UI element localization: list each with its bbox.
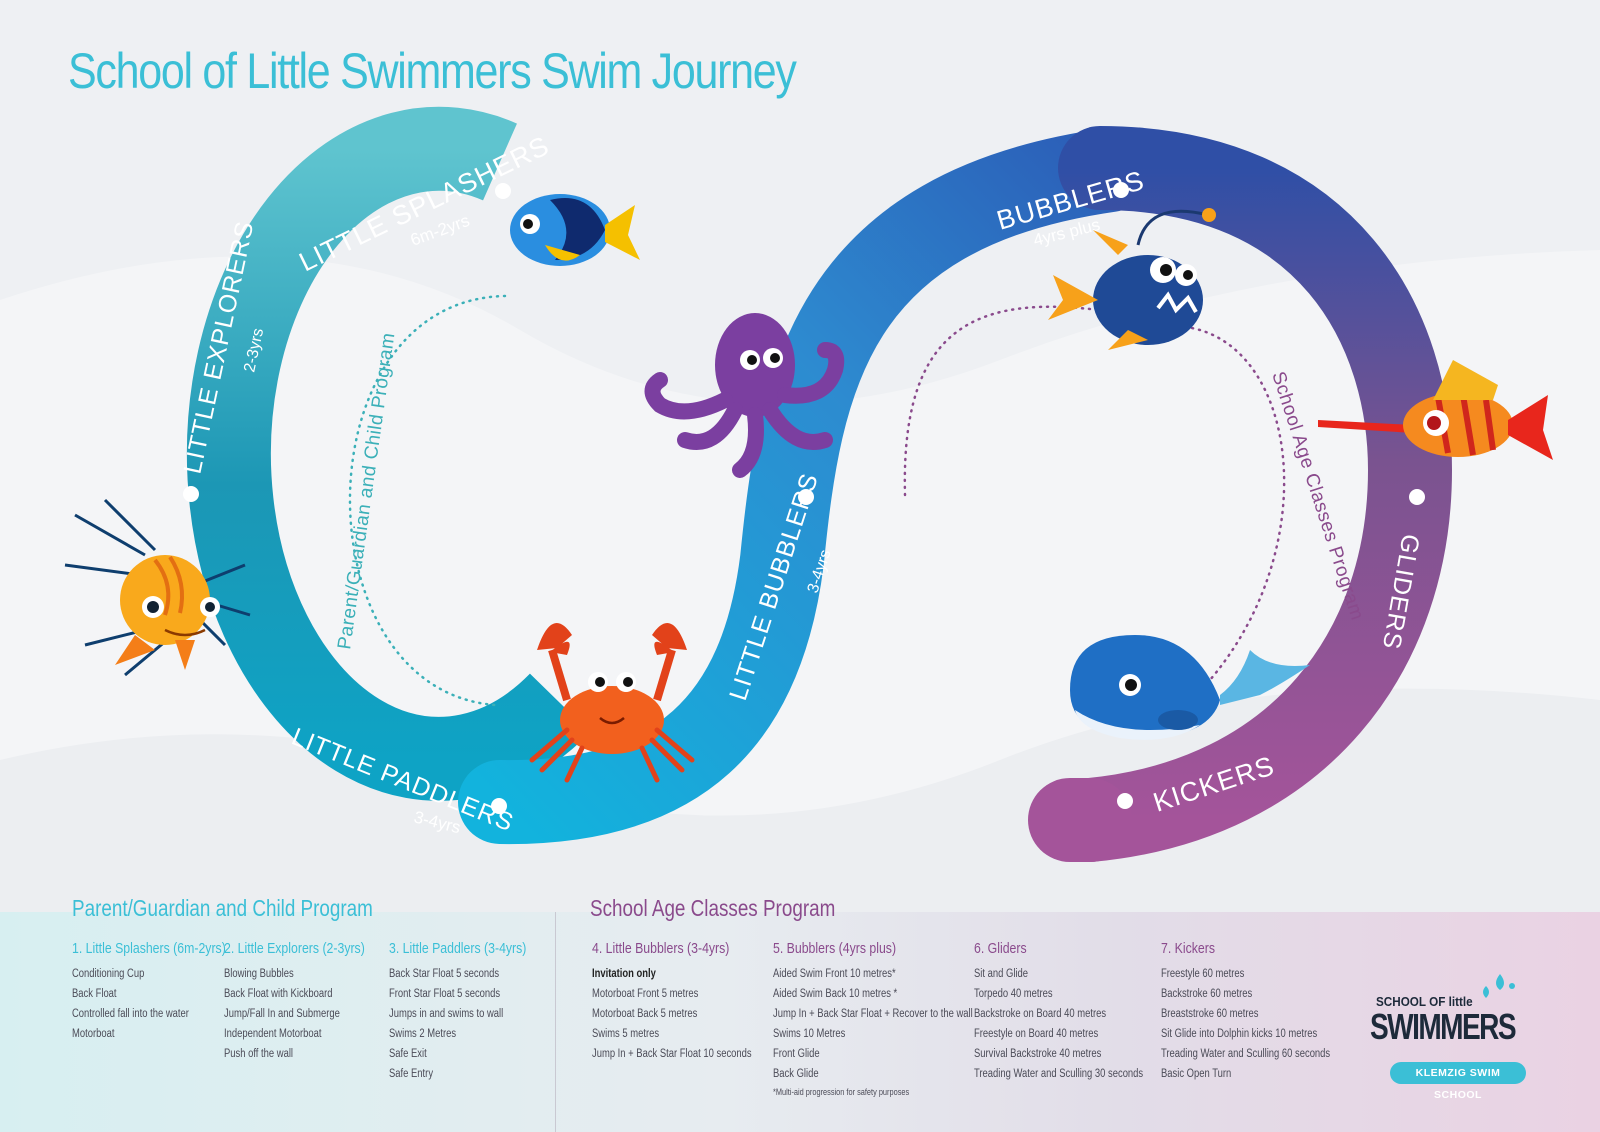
parent-path-label: Parent/Guardian and Child Program bbox=[334, 331, 399, 650]
skill-item: Back Float with Kickboard bbox=[224, 988, 333, 1000]
skill-item: Swims 2 Metres bbox=[389, 1028, 457, 1040]
skill-item: Swims 5 metres bbox=[592, 1028, 660, 1040]
skill-item: Back Glide bbox=[773, 1068, 819, 1080]
skill-item: Motorboat Front 5 metres bbox=[592, 988, 699, 1000]
skill-item: Front Glide bbox=[773, 1048, 820, 1060]
whale-icon bbox=[1070, 635, 1310, 740]
parent-program-title: Parent/Guardian and Child Program bbox=[72, 895, 373, 921]
skill-item: Motorboat Back 5 metres bbox=[592, 1008, 698, 1020]
column-heading: 5. Bubblers (4yrs plus) bbox=[773, 940, 897, 957]
skill-item: Controlled fall into the water bbox=[72, 1008, 189, 1020]
program-column: 5. Bubblers (4yrs plus) Aided Swim Front… bbox=[773, 940, 1017, 1100]
skill-item: Survival Backstroke 40 metres bbox=[974, 1048, 1102, 1060]
octopus-icon bbox=[644, 313, 845, 478]
skill-item: Back Float bbox=[72, 988, 117, 1000]
skill-item: Jumps in and swims to wall bbox=[389, 1008, 504, 1020]
program-column: 4. Little Bubblers (3-4yrs) Invitation o… bbox=[592, 940, 787, 1064]
program-column: 6. Gliders Sit and Glide Torpedo 40 metr… bbox=[974, 940, 1180, 1084]
bg-wave bbox=[0, 0, 1600, 404]
skill-item: Push off the wall bbox=[224, 1048, 294, 1060]
stage-dot bbox=[1113, 182, 1129, 198]
skill-item: Treading Water and Sculling 60 seconds bbox=[1161, 1048, 1331, 1060]
school-path-dots bbox=[903, 305, 1286, 682]
column-heading: 4. Little Bubblers (3-4yrs) bbox=[592, 940, 730, 957]
bg-wave bbox=[0, 688, 1600, 912]
skill-item: Basic Open Turn bbox=[1161, 1068, 1232, 1080]
program-column: 3. Little Paddlers (3-4yrs) Back Star Fl… bbox=[389, 940, 557, 1084]
skill-item: Aided Swim Back 10 metres * bbox=[773, 988, 898, 1000]
program-divider bbox=[555, 912, 556, 1132]
column-heading: 1. Little Splashers (6m-2yrs) bbox=[72, 940, 226, 957]
skill-item: Swims 10 Metres bbox=[773, 1028, 846, 1040]
skill-item: Back Star Float 5 seconds bbox=[389, 968, 500, 980]
skill-item: Freestyle 60 metres bbox=[1161, 968, 1245, 980]
skill-item: Invitation only bbox=[592, 968, 656, 980]
school-program-title: School Age Classes Program bbox=[590, 895, 836, 921]
page-title: School of Little Swimmers Swim Journey bbox=[68, 43, 797, 99]
skill-item: Breaststroke 60 metres bbox=[1161, 1008, 1259, 1020]
skill-item: Blowing Bubbles bbox=[224, 968, 294, 980]
stage-dot bbox=[495, 183, 511, 199]
stage-dot bbox=[491, 798, 507, 814]
blue-tang-fish-icon bbox=[510, 194, 640, 266]
skill-item: Front Star Float 5 seconds bbox=[389, 988, 501, 1000]
stage-dot bbox=[798, 489, 814, 505]
skill-item: Jump/Fall In and Submerge bbox=[224, 1008, 340, 1020]
program-column: 2. Little Explorers (2-3yrs) Blowing Bub… bbox=[224, 940, 396, 1064]
skill-item: Sit Glide into Dolphin kicks 10 metres bbox=[1161, 1028, 1318, 1040]
skill-item: Independent Motorboat bbox=[224, 1028, 322, 1040]
stage-dot bbox=[183, 486, 199, 502]
skill-item: Conditioning Cup bbox=[72, 968, 145, 980]
logo-main-text: SWIMMERS bbox=[1370, 1006, 1517, 1047]
footnote: *Multi-aid progression for safety purpos… bbox=[773, 1087, 910, 1097]
skill-item: Sit and Glide bbox=[974, 968, 1029, 980]
skill-item: Backstroke on Board 40 metres bbox=[974, 1008, 1107, 1020]
skill-item: Treading Water and Sculling 30 seconds bbox=[974, 1068, 1144, 1080]
logo-top-text: SCHOOL OF little bbox=[1376, 994, 1473, 1009]
school-path-label: School Age Classes Program bbox=[1267, 369, 1367, 623]
school-logo: SCHOOL OF little SWIMMERS KLEMZIG SWIM S… bbox=[1368, 970, 1538, 1101]
column-heading: 6. Gliders bbox=[974, 940, 1027, 957]
column-heading: 2. Little Explorers (2-3yrs) bbox=[224, 940, 365, 957]
skill-item: Safe Entry bbox=[389, 1068, 434, 1080]
skill-item: Motorboat bbox=[72, 1028, 115, 1040]
stage-dot bbox=[1117, 793, 1133, 809]
skill-item: Jump In + Back Star Float + Recover to t… bbox=[773, 1008, 973, 1020]
skill-item: Torpedo 40 metres bbox=[974, 988, 1053, 1000]
skill-item: Aided Swim Front 10 metres* bbox=[773, 968, 896, 980]
anglerfish-icon bbox=[1048, 208, 1216, 350]
column-heading: 3. Little Paddlers (3-4yrs) bbox=[389, 940, 527, 957]
skill-item: Jump In + Back Star Float 10 seconds bbox=[592, 1048, 752, 1060]
orange-lionfish-icon bbox=[64, 498, 251, 677]
red-longnose-fish-icon bbox=[1318, 360, 1553, 460]
program-column: 1. Little Splashers (6m-2yrs) Conditioni… bbox=[72, 940, 260, 1044]
loop-right-band bbox=[1048, 126, 1453, 862]
stage-dot bbox=[1409, 489, 1425, 505]
crab-icon bbox=[529, 623, 695, 783]
water-splash-icon bbox=[1483, 974, 1515, 998]
loop-left-band bbox=[186, 106, 591, 801]
parent-path-dots bbox=[348, 294, 507, 707]
skill-item: Freestyle on Board 40 metres bbox=[974, 1028, 1099, 1040]
program-details-panel bbox=[0, 912, 1600, 1132]
skill-item: Backstroke 60 metres bbox=[1161, 988, 1253, 1000]
logo-badge: KLEMZIG SWIM SCHOOL bbox=[1390, 1062, 1526, 1101]
program-column: 7. Kickers Freestyle 60 metres Backstrok… bbox=[1161, 940, 1367, 1084]
column-heading: 7. Kickers bbox=[1161, 940, 1216, 957]
skill-item: Safe Exit bbox=[389, 1048, 427, 1060]
